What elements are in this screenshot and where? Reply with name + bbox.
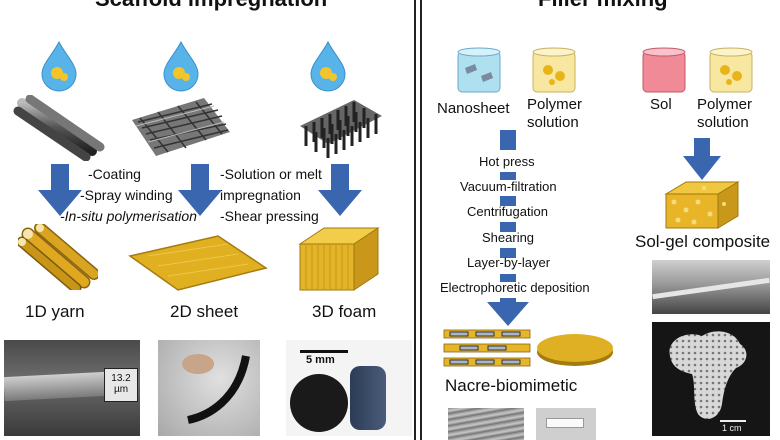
step-centrifugation: Centrifugation <box>467 204 548 219</box>
process-connector <box>500 298 516 304</box>
beaker-icon <box>709 47 753 93</box>
down-arrow-icon <box>38 164 82 216</box>
sem-solgel-photo <box>652 260 770 314</box>
right-panel-title: Filler mixing <box>538 0 668 12</box>
process-connector <box>500 222 516 232</box>
beaker-icon <box>642 47 686 93</box>
process-connector <box>500 172 516 180</box>
down-arrow-icon <box>487 302 529 326</box>
method-coating: -Coating <box>88 166 141 182</box>
scale-box: 13.2 µm <box>104 368 138 402</box>
scale-text: 1 cm <box>722 423 742 433</box>
sheet-icon <box>128 235 268 291</box>
input-nanosheet: Nanosheet <box>437 100 510 117</box>
sample-edge <box>652 277 770 300</box>
process-connector <box>500 274 516 282</box>
bone-scaffold <box>669 331 747 419</box>
nanofiber-mesh-icon <box>132 98 230 156</box>
step-electrophoretic: Electrophoretic deposition <box>440 280 590 295</box>
bent-sheet <box>182 354 250 424</box>
sem-nacre-photo-2 <box>536 408 596 440</box>
bone-scaffold-photo: 1 cm <box>652 322 770 436</box>
method-impregnation: impregnation <box>220 187 301 203</box>
method-spray-winding: -Spray winding <box>80 187 173 203</box>
nanotube-array-icon <box>300 100 382 158</box>
method-in-situ: -In-situ polymerisation <box>60 208 197 224</box>
input-sol: Sol <box>650 96 672 113</box>
foam-photo: 5 mm <box>286 340 412 436</box>
down-arrow-icon <box>318 164 362 216</box>
process-connector <box>500 130 516 150</box>
foam-block-icon <box>664 181 740 229</box>
nacre-layer-icon <box>443 329 531 367</box>
product-2d-sheet: 2D sheet <box>170 302 239 321</box>
sem-yarn-photo: 13.2 µm <box>4 340 140 436</box>
droplet-icon <box>310 40 346 92</box>
right-panel-frame <box>420 0 780 440</box>
method-shear-pressing: -Shear pressing <box>220 208 319 224</box>
black-foam <box>290 374 348 432</box>
product-3d-foam: 3D foam <box>312 302 377 321</box>
droplet-icon <box>41 40 77 92</box>
product-sol-gel: Sol-gel composite <box>635 232 771 251</box>
yarn-icon <box>18 224 98 290</box>
process-connector <box>500 248 516 258</box>
scale-bar <box>720 420 746 422</box>
step-hot-press: Hot press <box>479 154 535 169</box>
blue-foam <box>350 366 386 430</box>
method-solution-melt: -Solution or melt <box>220 166 322 182</box>
scale-bar <box>300 350 348 353</box>
beaker-icon <box>457 47 501 93</box>
beaker-icon <box>532 47 576 93</box>
sem-nacre-photo-1 <box>448 408 524 440</box>
product-nacre: Nacre-biomimetic <box>445 376 578 395</box>
fiber-bundle-icon <box>13 95 105 161</box>
input-polymer-solution-2: Polymer solution <box>697 96 753 131</box>
disc-icon <box>537 334 613 366</box>
scale-text: 5 mm <box>306 354 335 366</box>
down-arrow-icon <box>178 164 222 216</box>
droplet-icon <box>163 40 199 92</box>
input-polymer-solution-1: Polymer solution <box>527 96 583 131</box>
foam-block-icon <box>298 227 380 291</box>
sheet-photo <box>158 340 260 436</box>
step-layer-by-layer: Layer-by-layer <box>467 255 551 270</box>
step-vacuum-filtration: Vacuum-filtration <box>460 179 557 194</box>
left-panel-title: Scaffold impregnation <box>95 0 327 12</box>
process-connector <box>500 196 516 206</box>
sample-strip <box>546 418 584 428</box>
product-1d-yarn: 1D yarn <box>25 302 85 321</box>
left-panel-frame <box>0 0 416 440</box>
step-shearing: Shearing <box>482 230 535 245</box>
down-arrow-icon <box>683 138 721 180</box>
